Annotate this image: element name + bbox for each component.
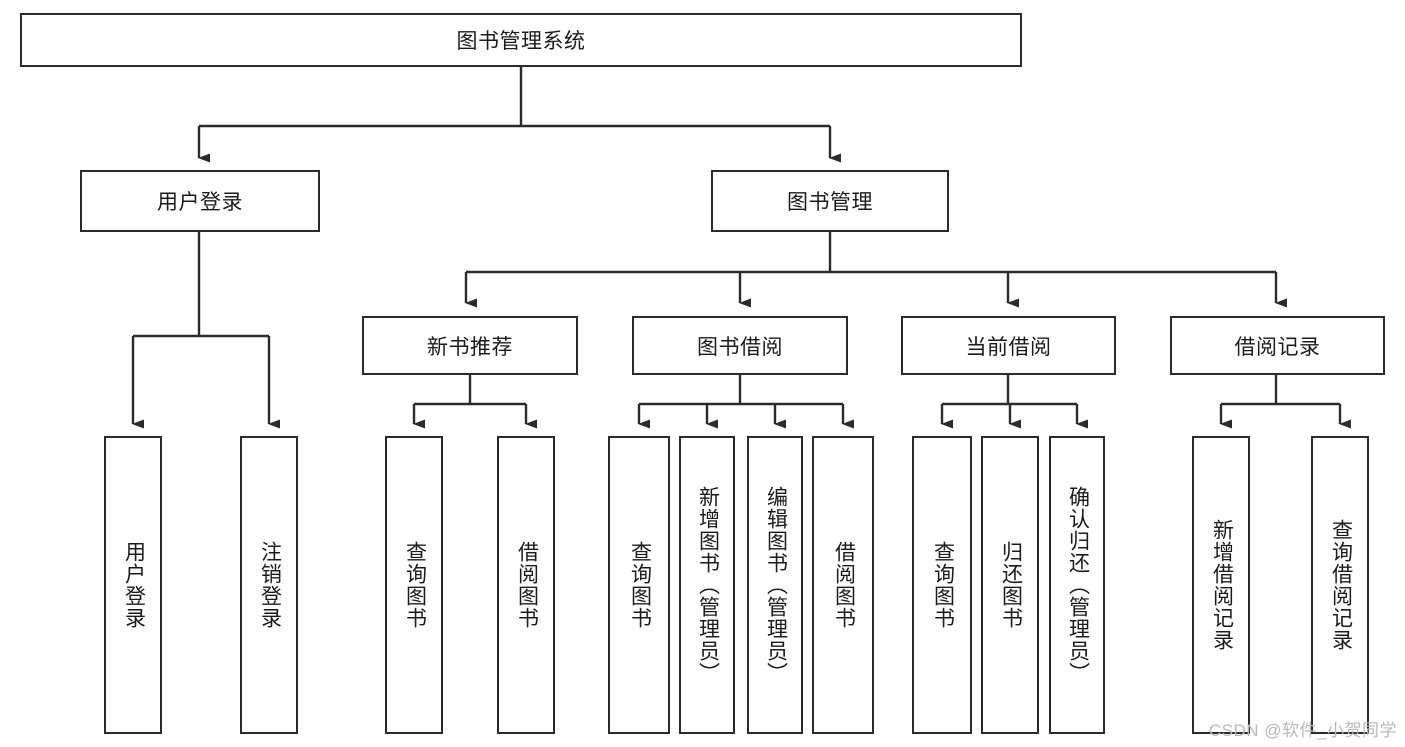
leaf-borrow-borrow-book[interactable]: 借阅图书 [812, 436, 874, 734]
leaf-record-query-record[interactable]: 查询借阅记录 [1311, 436, 1369, 734]
leaf-label: 新增借阅记录 [1210, 519, 1234, 651]
leaf-label: 用户登录 [122, 541, 146, 629]
node-new-book-recommend[interactable]: 新书推荐 [362, 316, 578, 375]
node-book-management[interactable]: 图书管理 [711, 170, 949, 232]
leaf-label: 归还图书 [999, 541, 1023, 629]
node-new-book-recommend-label: 新书推荐 [427, 335, 513, 359]
leaf-label: 查询图书 [403, 541, 427, 629]
leaf-label: 编辑图书（管理员） [764, 486, 788, 684]
leaf-recommend-query-book[interactable]: 查询图书 [385, 436, 443, 734]
node-current-borrow-label: 当前借阅 [965, 335, 1052, 359]
leaf-label: 查询图书 [931, 541, 955, 629]
leaf-label: 借阅图书 [832, 541, 856, 629]
node-book-borrow[interactable]: 图书借阅 [632, 316, 848, 375]
leaf-borrow-edit-book-admin[interactable]: 编辑图书（管理员） [747, 436, 803, 734]
leaf-record-add-record[interactable]: 新增借阅记录 [1192, 436, 1250, 734]
node-current-borrow[interactable]: 当前借阅 [901, 316, 1116, 375]
leaf-label: 确认归还（管理员） [1066, 486, 1090, 684]
node-root[interactable]: 图书管理系统 [20, 13, 1022, 67]
node-user-login[interactable]: 用户登录 [80, 170, 320, 232]
node-borrow-record-label: 借阅记录 [1234, 335, 1321, 359]
leaf-recommend-borrow-book[interactable]: 借阅图书 [497, 436, 555, 734]
leaf-label: 注销登录 [258, 541, 282, 629]
leaf-borrow-query-book[interactable]: 查询图书 [608, 436, 670, 734]
leaf-label: 查询借阅记录 [1329, 519, 1353, 651]
leaf-current-return-book[interactable]: 归还图书 [981, 436, 1039, 734]
node-root-label: 图书管理系统 [456, 30, 586, 53]
leaf-current-query-book[interactable]: 查询图书 [912, 436, 972, 734]
leaf-borrow-add-book-admin[interactable]: 新增图书（管理员） [679, 436, 735, 734]
leaf-label: 借阅图书 [515, 541, 539, 629]
leaf-current-confirm-return-admin[interactable]: 确认归还（管理员） [1049, 436, 1105, 734]
csdn-watermark: CSDN @软件_小贺同学 [1208, 721, 1397, 740]
leaf-label: 新增图书（管理员） [696, 486, 720, 684]
leaf-user-login-login[interactable]: 用户登录 [104, 436, 162, 734]
leaf-label: 查询图书 [628, 541, 652, 629]
node-book-borrow-label: 图书借阅 [697, 335, 783, 359]
leaf-user-login-logout[interactable]: 注销登录 [240, 436, 298, 734]
node-borrow-record[interactable]: 借阅记录 [1170, 316, 1385, 375]
node-user-login-label: 用户登录 [157, 191, 243, 214]
node-book-management-label: 图书管理 [787, 191, 873, 214]
